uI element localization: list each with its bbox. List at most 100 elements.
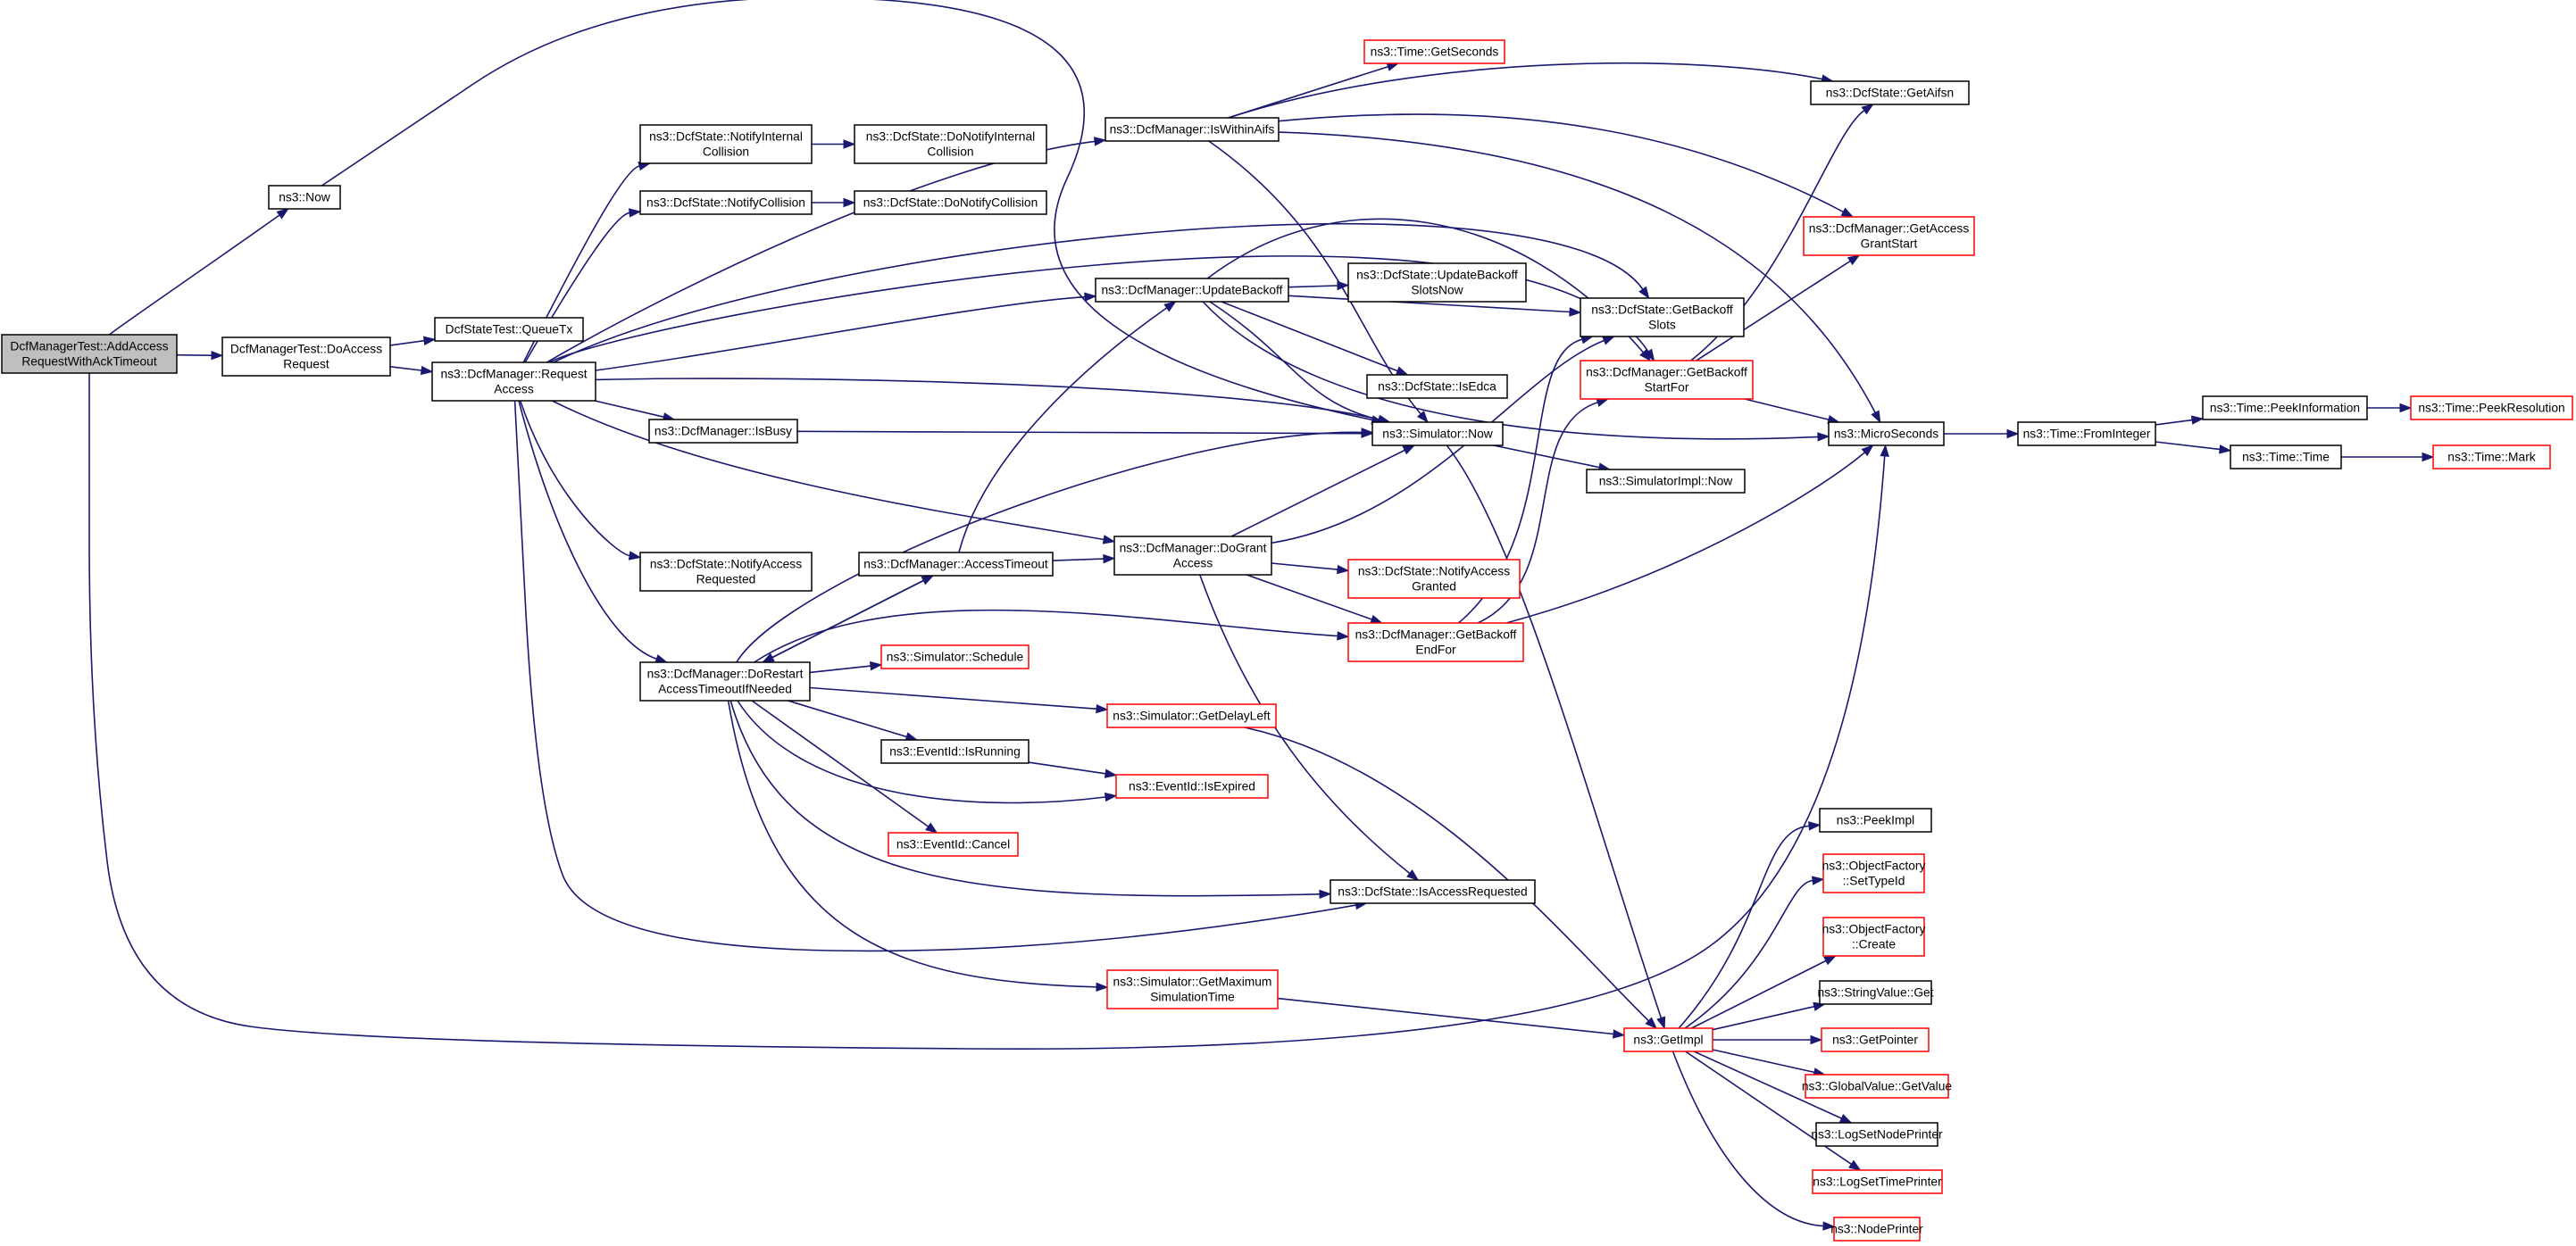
arrowhead-icon xyxy=(1822,1221,1836,1231)
node-getimpl[interactable]: ns3::GetImpl xyxy=(1623,1027,1713,1052)
node-iswithin[interactable]: ns3::DcfManager::IsWithinAifs xyxy=(1105,117,1280,142)
node-donotifycoll[interactable]: ns3::DcfState::DoNotifyCollision xyxy=(854,190,1047,215)
node-label: ns3::DcfState::DoNotifyInternal xyxy=(866,130,1035,144)
node-settypeid[interactable]: ns3::ObjectFactory::SetTypeId xyxy=(1822,853,1926,893)
call-edge-root-to-microseconds xyxy=(88,373,1886,1050)
arrowhead-icon xyxy=(2399,403,2413,413)
arrowhead-icon xyxy=(1880,444,1889,457)
node-simnow[interactable]: ns3::Simulator::Now xyxy=(1371,421,1504,446)
node-timetime[interactable]: ns3::Time::Time xyxy=(2230,444,2342,469)
node-timemark[interactable]: ns3::Time::Mark xyxy=(2432,444,2551,469)
node-stringget[interactable]: ns3::StringValue::Get xyxy=(1817,980,1934,1005)
node-logtimeprinter[interactable]: ns3::LogSetTimePrinter xyxy=(1812,1169,1943,1194)
node-queuetx[interactable]: DcfStateTest::QueueTx xyxy=(434,317,584,342)
node-simimplnow[interactable]: ns3::SimulatorImpl::Now xyxy=(1586,469,1746,494)
call-edge-dorestart-to-getmaxsim xyxy=(727,700,1097,988)
truncated-node-box xyxy=(1812,1169,1943,1194)
node-cancel[interactable]: ns3::EventId::Cancel xyxy=(888,832,1019,857)
node-schedule[interactable]: ns3::Simulator::Schedule xyxy=(880,644,1030,669)
node-isedca[interactable]: ns3::DcfState::IsEdca xyxy=(1366,374,1508,399)
node-box xyxy=(2202,395,2368,420)
node-label: DcfManagerTest::DoAccess xyxy=(230,343,382,356)
node-box xyxy=(639,661,811,702)
node-label: ns3::SimulatorImpl::Now xyxy=(1599,475,1733,488)
node-lognodeprinter[interactable]: ns3::LogSetNodePrinter xyxy=(1811,1122,1943,1147)
node-updatebackoff[interactable]: ns3::DcfManager::UpdateBackoff xyxy=(1095,278,1289,303)
node-label: ns3::Simulator::Now xyxy=(1382,428,1492,441)
node-label: Collision xyxy=(703,145,749,159)
node-nodeprinter[interactable]: ns3::NodePrinter xyxy=(1830,1217,1923,1242)
node-label: ns3::DcfManager::DoRestart xyxy=(647,668,804,681)
node-label: EndFor xyxy=(1415,644,1456,657)
call-edge-getimpl-to-globalget xyxy=(1712,1049,1815,1074)
node-isbusy[interactable]: ns3::DcfManager::IsBusy xyxy=(648,419,798,444)
node-peekres[interactable]: ns3::Time::PeekResolution xyxy=(2410,395,2573,420)
truncated-node-box xyxy=(2410,395,2573,420)
node-ns3now[interactable]: ns3::Now xyxy=(268,185,341,210)
node-isaccessreq[interactable]: ns3::DcfState::IsAccessRequested xyxy=(1330,879,1536,904)
node-getseconds[interactable]: ns3::Time::GetSeconds xyxy=(1363,39,1505,64)
node-label: ns3::DcfState::NotifyInternal xyxy=(649,130,803,144)
arrowhead-icon xyxy=(843,197,856,208)
node-box xyxy=(1113,536,1272,576)
call-edge-frominteger-to-timetime xyxy=(2155,441,2221,451)
node-label: GrantStart xyxy=(1861,237,1918,251)
node-box xyxy=(2017,421,2156,446)
arrowhead-icon xyxy=(1370,614,1384,624)
arrowhead-icon xyxy=(420,365,434,376)
truncated-node-box xyxy=(880,644,1030,669)
node-getaifsn[interactable]: ns3::DcfState::GetAifsn xyxy=(1810,80,1970,105)
node-isexpired[interactable]: ns3::EventId::IsExpired xyxy=(1115,774,1269,799)
call-edge-getdelayleft-to-getimpl xyxy=(1244,727,1649,1022)
node-dorestart[interactable]: ns3::DcfManager::DoRestartAccessTimeoutI… xyxy=(639,661,811,702)
node-box xyxy=(648,419,798,444)
node-frominteger[interactable]: ns3::Time::FromInteger xyxy=(2017,421,2156,446)
node-box xyxy=(1586,469,1746,494)
node-label: ns3::DcfManager::GetBackoff xyxy=(1355,628,1517,642)
node-box xyxy=(1828,421,1945,446)
arrowhead-icon xyxy=(1402,444,1416,455)
arrowhead-icon xyxy=(654,654,669,664)
node-label: ns3::Simulator::GetMaximum xyxy=(1113,976,1272,989)
node-peekinfo[interactable]: ns3::Time::PeekInformation xyxy=(2202,395,2368,420)
arrowhead-icon xyxy=(211,350,224,361)
node-peekimpl[interactable]: ns3::PeekImpl xyxy=(1819,808,1932,833)
node-globalget[interactable]: ns3::GlobalValue::GetValue xyxy=(1802,1074,1953,1099)
node-label: StartFor xyxy=(1645,381,1689,395)
arrowhead-icon xyxy=(1847,254,1861,266)
arrowhead-icon xyxy=(1840,207,1855,218)
node-microseconds[interactable]: ns3::MicroSeconds xyxy=(1828,421,1945,446)
call-edge-getimpl-to-settypeid xyxy=(1684,879,1813,1029)
call-edge-updatebackoff-to-microseconds xyxy=(1202,301,1819,440)
node-isrunning[interactable]: ns3::EventId::IsRunning xyxy=(880,739,1030,764)
node-label: ::SetTypeId xyxy=(1843,875,1905,888)
node-create[interactable]: ns3::ObjectFactory::Create xyxy=(1822,917,1926,957)
node-notifycoll[interactable]: ns3::DcfState::NotifyCollision xyxy=(639,190,813,215)
arrowhead-icon xyxy=(1104,768,1118,778)
call-edge-iswithin-to-getaifsn xyxy=(1228,62,1822,119)
call-edge-reqaccess-to-isbusy xyxy=(595,400,664,418)
node-getpointer[interactable]: ns3::GetPointer xyxy=(1821,1027,1930,1052)
truncated-node-box xyxy=(1580,360,1754,400)
node-label: ns3::PeekImpl xyxy=(1837,814,1914,827)
node-getdelayleft[interactable]: ns3::Simulator::GetDelayLeft xyxy=(1106,703,1277,728)
node-accesstimeout[interactable]: ns3::DcfManager::AccessTimeout xyxy=(858,552,1054,577)
call-edge-getimpl-to-nodeprinter xyxy=(1671,1051,1824,1227)
truncated-node-box xyxy=(1833,1217,1921,1242)
arrowhead-icon xyxy=(1406,869,1420,881)
node-box xyxy=(1105,117,1280,142)
node-box xyxy=(854,124,1047,164)
